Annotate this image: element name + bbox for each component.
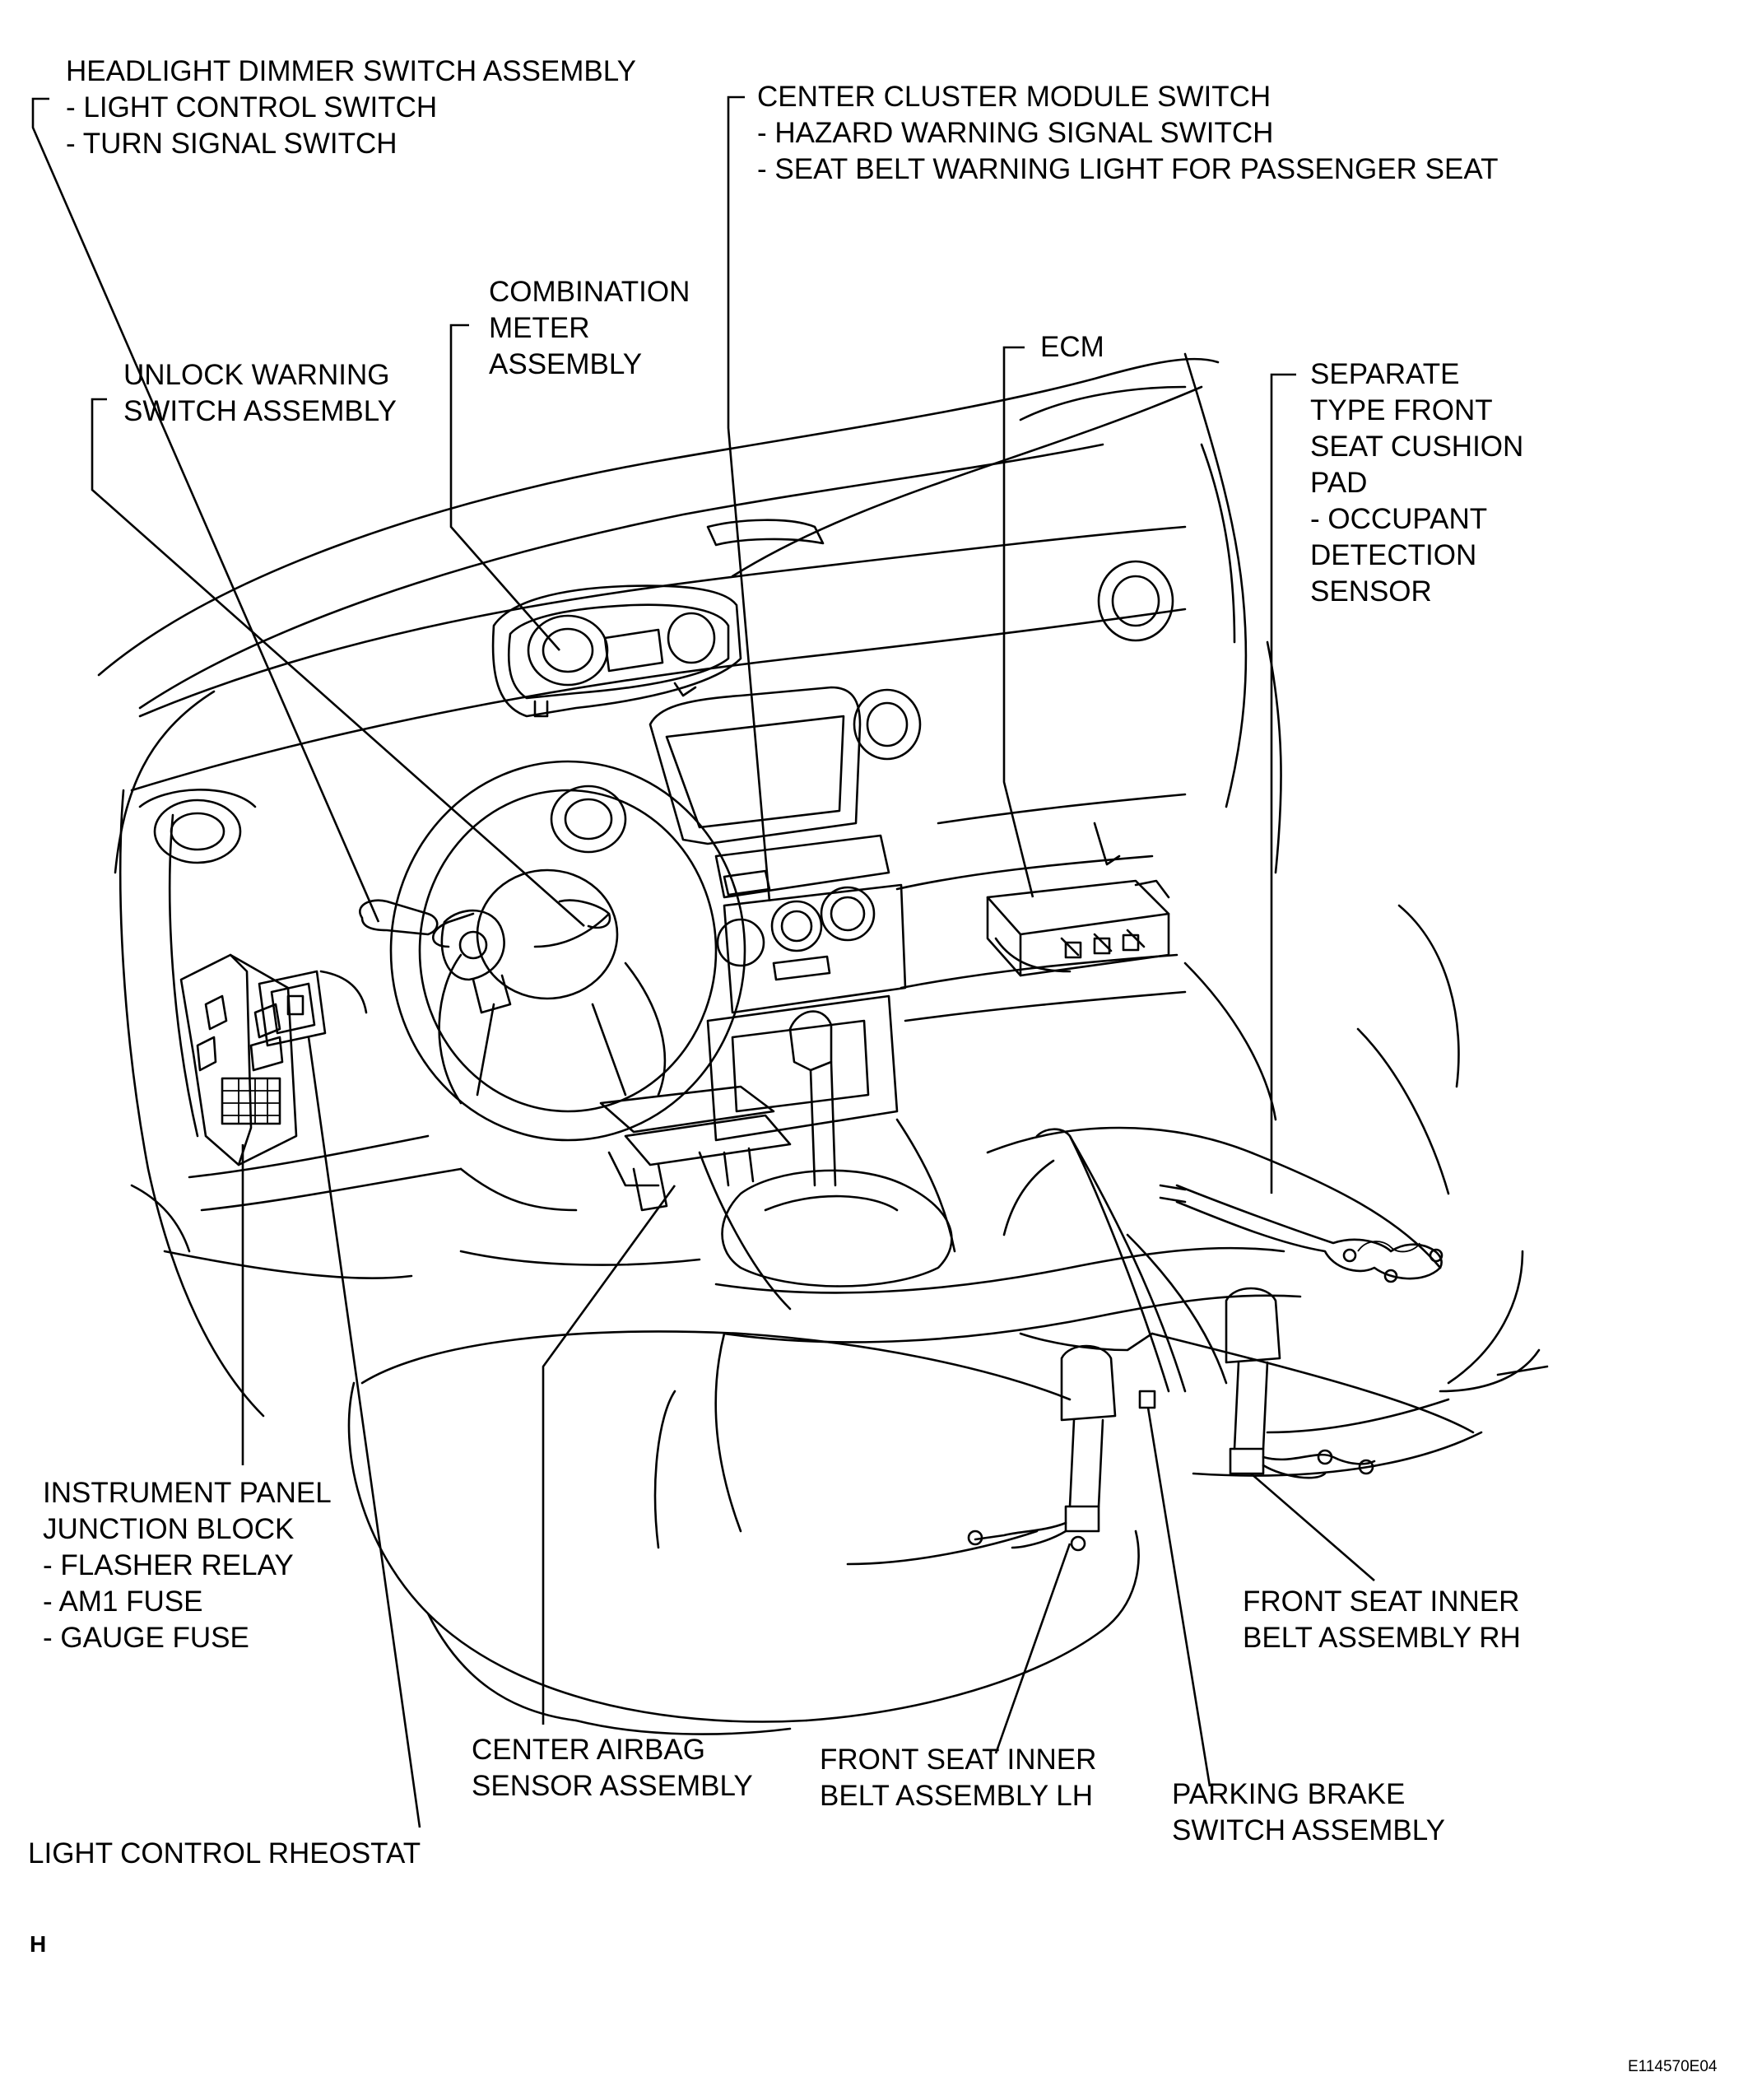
page-letter: H	[30, 1931, 47, 1957]
label-line: PARKING BRAKE	[1172, 1778, 1406, 1810]
label-center-airbag-sensor: CENTER AIRBAG SENSOR ASSEMBLY	[472, 1732, 753, 1804]
label-line: CENTER CLUSTER MODULE SWITCH	[757, 81, 1271, 113]
label-instrument-panel-junction-block: INSTRUMENT PANEL JUNCTION BLOCK - FLASHE…	[43, 1475, 332, 1656]
label-line: - OCCUPANT	[1310, 503, 1488, 535]
label-line: CENTER AIRBAG	[472, 1734, 705, 1766]
label-line: BELT ASSEMBLY RH	[1243, 1622, 1521, 1654]
label-parking-brake-switch: PARKING BRAKE SWITCH ASSEMBLY	[1172, 1776, 1445, 1849]
label-line: ASSEMBLY	[489, 348, 643, 380]
label-light-control-rheostat: LIGHT CONTROL RHEOSTAT	[28, 1836, 421, 1872]
label-headlight-dimmer-switch: HEADLIGHT DIMMER SWITCH ASSEMBLY - LIGHT…	[66, 54, 636, 162]
label-line: ECM	[1040, 331, 1104, 363]
label-line: JUNCTION BLOCK	[43, 1513, 295, 1545]
figure-code: E114570E04	[1628, 2058, 1718, 2075]
label-line: LIGHT CONTROL RHEOSTAT	[28, 1837, 421, 1870]
label-line: BELT ASSEMBLY LH	[820, 1780, 1094, 1812]
dashboard-illustration	[97, 352, 1549, 1735]
label-unlock-warning-switch: UNLOCK WARNING SWITCH ASSEMBLY	[123, 357, 397, 430]
label-line: - FLASHER RELAY	[43, 1549, 294, 1581]
label-line: SEPARATE	[1310, 358, 1460, 390]
label-line: - GAUGE FUSE	[43, 1622, 249, 1654]
label-line: HEADLIGHT DIMMER SWITCH ASSEMBLY	[66, 55, 636, 87]
label-line: SEAT CUSHION	[1310, 431, 1524, 463]
label-line: COMBINATION	[489, 276, 690, 308]
leader-lines	[31, 95, 1375, 1828]
label-line: PAD	[1310, 467, 1368, 499]
label-front-seat-inner-belt-rh: FRONT SEAT INNER BELT ASSEMBLY RH	[1243, 1584, 1521, 1656]
label-ecm: ECM	[1040, 329, 1104, 366]
label-line: SWITCH ASSEMBLY	[1172, 1814, 1445, 1846]
label-front-seat-inner-belt-lh: FRONT SEAT INNER BELT ASSEMBLY LH	[820, 1742, 1096, 1814]
label-combination-meter: COMBINATION METER ASSEMBLY	[489, 274, 690, 383]
label-line: FRONT SEAT INNER	[820, 1744, 1097, 1776]
label-line: SWITCH ASSEMBLY	[123, 395, 397, 427]
label-line: TYPE FRONT	[1310, 394, 1493, 426]
label-line: - AM1 FUSE	[43, 1585, 203, 1618]
label-line: - TURN SIGNAL SWITCH	[66, 128, 397, 160]
label-seat-cushion-pad: SEPARATE TYPE FRONT SEAT CUSHION PAD - O…	[1310, 356, 1523, 610]
label-line: SENSOR ASSEMBLY	[472, 1770, 753, 1802]
label-line: - HAZARD WARNING SIGNAL SWITCH	[757, 117, 1274, 149]
label-center-cluster-module-switch: CENTER CLUSTER MODULE SWITCH - HAZARD WA…	[757, 79, 1498, 188]
label-line: DETECTION	[1310, 539, 1477, 571]
label-line: INSTRUMENT PANEL	[43, 1477, 332, 1509]
label-line: - LIGHT CONTROL SWITCH	[66, 91, 438, 123]
label-line: METER	[489, 312, 590, 344]
label-line: SENSOR	[1310, 575, 1432, 608]
label-line: - SEAT BELT WARNING LIGHT FOR PASSENGER …	[757, 153, 1499, 185]
label-line: FRONT SEAT INNER	[1243, 1585, 1520, 1618]
label-line: UNLOCK WARNING	[123, 359, 390, 391]
